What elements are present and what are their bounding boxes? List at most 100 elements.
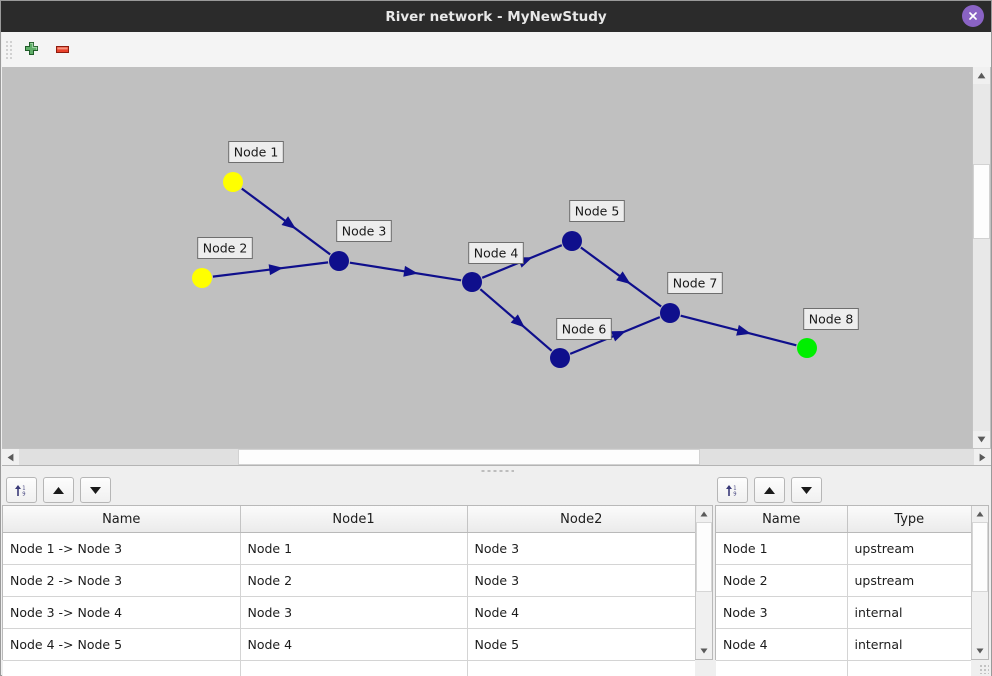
table-cell[interactable]: Node 5 [467, 628, 695, 661]
arrow-down-icon[interactable] [791, 477, 822, 503]
arrow-up-icon[interactable] [754, 477, 785, 503]
table-cell[interactable]: Node 2 [716, 564, 848, 597]
window-resize-grip[interactable] [979, 664, 989, 674]
vscroll-thumb[interactable] [973, 164, 990, 239]
node-label-box[interactable] [468, 242, 524, 264]
node-label-box[interactable] [197, 237, 253, 259]
scroll-up-icon[interactable] [973, 67, 990, 84]
scroll-left-icon[interactable] [2, 449, 19, 466]
table-cell[interactable]: Node 4 -> Node 5 [3, 628, 241, 661]
column-header-type[interactable]: Type [847, 506, 971, 533]
pane-splitter[interactable] [2, 465, 991, 476]
edge-arrow-icon [736, 324, 752, 336]
table-cell[interactable]: upstream [847, 564, 971, 597]
hscroll-track-left[interactable] [19, 449, 238, 465]
edge-arrow-icon [403, 265, 418, 277]
scroll-up-icon[interactable] [696, 506, 712, 522]
toolbar-drag-handle[interactable] [5, 39, 14, 60]
node-label-box[interactable] [228, 141, 284, 163]
table-cell[interactable]: Node 1 [716, 532, 848, 565]
table-cell[interactable]: Node 3 [716, 596, 848, 629]
arrow-up-icon[interactable] [43, 477, 74, 503]
scroll-down-icon[interactable] [973, 431, 990, 448]
graph-node[interactable] [462, 272, 482, 292]
graph-node[interactable] [797, 338, 817, 358]
node-label-box[interactable] [336, 220, 392, 242]
table-cell[interactable] [847, 660, 971, 676]
vscroll-track-upper[interactable] [973, 84, 990, 164]
graph-node[interactable] [223, 172, 243, 192]
add-plus-icon[interactable] [17, 36, 45, 64]
canvas-horizontal-scrollbar[interactable] [2, 448, 991, 466]
graph-node[interactable] [329, 251, 349, 271]
hscroll-thumb[interactable] [238, 449, 700, 465]
column-header-name[interactable]: Name [716, 506, 848, 533]
sort-icon[interactable]: 1 9 [6, 477, 37, 503]
edge-layer [212, 187, 797, 355]
nodes-scroll-thumb[interactable] [972, 522, 988, 592]
table-cell[interactable] [240, 660, 468, 676]
table-cell[interactable]: Node 3 -> Node 4 [3, 596, 241, 629]
reaches-scroll-thumb[interactable] [696, 522, 712, 592]
column-header-node2[interactable]: Node2 [467, 506, 695, 533]
node-label-box[interactable] [556, 318, 612, 340]
close-icon[interactable] [962, 5, 984, 27]
table-cell[interactable]: internal [847, 596, 971, 629]
arrow-down-icon[interactable] [80, 477, 111, 503]
table-cell[interactable] [467, 660, 695, 676]
scroll-up-icon[interactable] [972, 506, 988, 522]
table-cell[interactable]: Node 1 -> Node 3 [3, 532, 241, 565]
reaches-table-scrollbar[interactable] [695, 506, 712, 659]
table-cell[interactable]: Node 4 [240, 628, 468, 661]
table-cell[interactable]: Node 3 [240, 596, 468, 629]
node-label-box[interactable] [569, 200, 625, 222]
canvas-vertical-scrollbar[interactable] [972, 67, 990, 448]
table-cell[interactable]: Node 4 [467, 596, 695, 629]
scroll-down-icon[interactable] [972, 643, 988, 659]
column-header-node1[interactable]: Node1 [240, 506, 468, 533]
table-cell[interactable]: Node 4 [716, 628, 848, 661]
table-cell[interactable]: Node 3 [467, 532, 695, 565]
table-row-empty[interactable] [716, 660, 971, 676]
table-row-empty[interactable] [3, 660, 695, 676]
sort-icon[interactable]: 1 9 [717, 477, 748, 503]
table-cell[interactable]: Node 2 -> Node 3 [3, 564, 241, 597]
node-label-box[interactable] [803, 308, 859, 330]
node-label-box[interactable] [667, 272, 723, 294]
table-cell[interactable] [716, 660, 848, 676]
graph-node[interactable] [562, 231, 582, 251]
hscroll-track-right[interactable] [700, 449, 974, 465]
graph-node[interactable] [550, 348, 570, 368]
table-cell[interactable] [3, 660, 241, 676]
table-cell[interactable]: Node 3 [467, 564, 695, 597]
nodes-table-scrollbar[interactable] [971, 506, 988, 659]
scroll-right-icon[interactable] [974, 449, 991, 466]
edge-arrow-icon [268, 264, 284, 276]
table-cell[interactable]: Node 2 [240, 564, 468, 597]
table-cell[interactable]: internal [847, 628, 971, 661]
scroll-down-icon[interactable] [696, 643, 712, 659]
remove-minus-icon[interactable] [48, 36, 76, 64]
vscroll-track-lower[interactable] [973, 239, 990, 431]
graph-node[interactable] [192, 268, 212, 288]
table-cell[interactable]: Node 1 [240, 532, 468, 565]
column-header-name[interactable]: Name [3, 506, 241, 533]
graph-node[interactable] [660, 303, 680, 323]
table-cell[interactable]: upstream [847, 532, 971, 565]
